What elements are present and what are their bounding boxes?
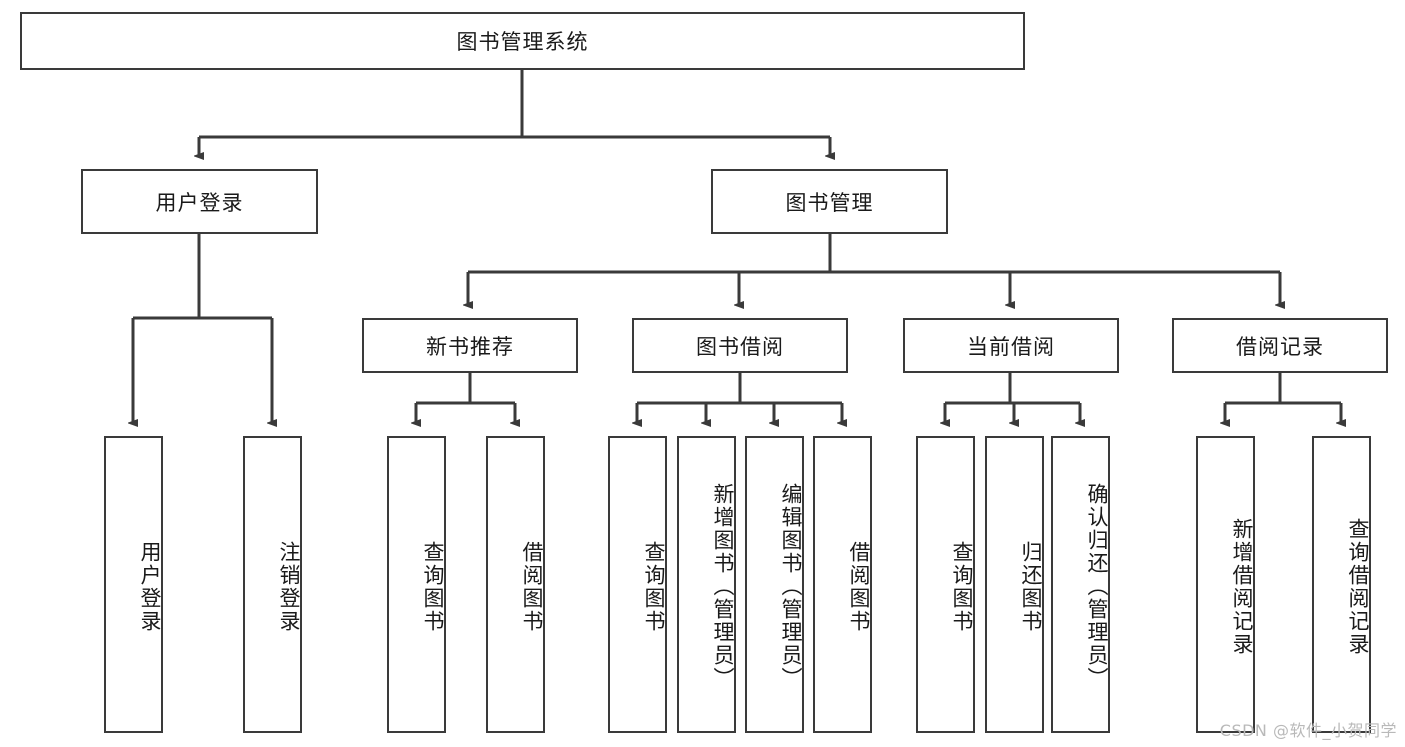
node-new-book-recommend[interactable]: 新书推荐 [362,318,578,373]
node-leaf-query-book-rec[interactable]: 查询图书 [387,436,446,733]
node-user-login[interactable]: 用户登录 [81,169,318,234]
node-leaf-logout-login-label: 注销登录 [277,540,301,633]
node-root[interactable]: 图书管理系统 [20,12,1025,70]
node-leaf-borrow-book-rec-label: 借阅图书 [520,540,544,633]
node-leaf-logout-login[interactable]: 注销登录 [243,436,302,733]
node-leaf-add-book-admin[interactable]: 新增图书（管理员） [677,436,736,733]
node-leaf-confirm-return-label: 确认归还（管理员） [1085,483,1109,690]
node-book-management-label: 图书管理 [785,190,874,215]
node-current-borrow-label: 当前借阅 [967,334,1055,359]
node-new-book-recommend-label: 新书推荐 [426,334,514,359]
node-leaf-query-borrow-record-label: 查询借阅记录 [1346,517,1370,656]
node-leaf-add-borrow-record-label: 新增借阅记录 [1230,517,1254,656]
node-book-borrow-label: 图书借阅 [696,334,784,359]
node-leaf-borrow-book-rec[interactable]: 借阅图书 [486,436,545,733]
node-leaf-query-book-borrow-label: 查询图书 [642,540,666,633]
node-leaf-return-book-label: 归还图书 [1019,540,1043,633]
node-leaf-query-book-current[interactable]: 查询图书 [916,436,975,733]
node-leaf-query-book-borrow[interactable]: 查询图书 [608,436,667,733]
node-book-borrow[interactable]: 图书借阅 [632,318,848,373]
node-user-login-label: 用户登录 [155,190,244,215]
node-current-borrow[interactable]: 当前借阅 [903,318,1119,373]
node-leaf-borrow-book-label: 借阅图书 [847,540,871,633]
node-leaf-query-book-current-label: 查询图书 [950,540,974,633]
node-borrow-record-label: 借阅记录 [1236,334,1324,359]
node-borrow-record[interactable]: 借阅记录 [1172,318,1388,373]
node-leaf-user-login[interactable]: 用户登录 [104,436,163,733]
node-leaf-query-book-rec-label: 查询图书 [421,540,445,633]
node-root-label: 图书管理系统 [456,30,589,54]
node-leaf-query-borrow-record[interactable]: 查询借阅记录 [1312,436,1371,733]
node-leaf-return-book[interactable]: 归还图书 [985,436,1044,733]
node-leaf-edit-book-admin[interactable]: 编辑图书（管理员） [745,436,804,733]
node-leaf-confirm-return[interactable]: 确认归还（管理员） [1051,436,1110,733]
node-book-management[interactable]: 图书管理 [711,169,948,234]
node-leaf-edit-book-admin-label: 编辑图书（管理员） [779,483,803,690]
node-leaf-add-book-admin-label: 新增图书（管理员） [711,483,735,690]
node-leaf-borrow-book[interactable]: 借阅图书 [813,436,872,733]
node-leaf-add-borrow-record[interactable]: 新增借阅记录 [1196,436,1255,733]
node-leaf-user-login-label: 用户登录 [138,540,162,633]
